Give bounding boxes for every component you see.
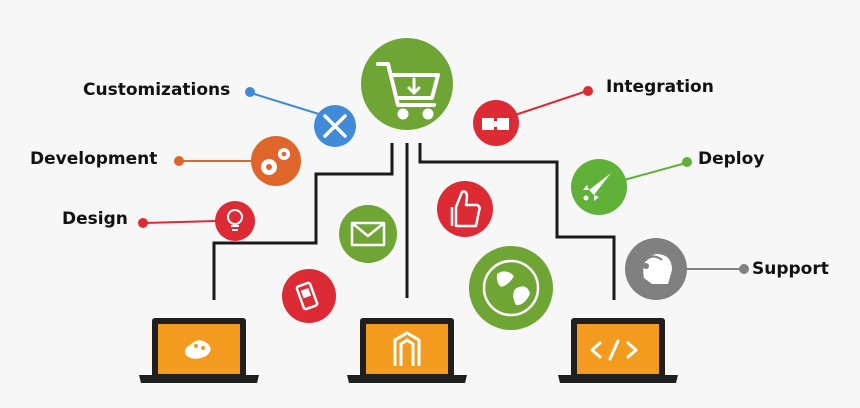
pointer-lines (143, 90, 743, 270)
connector-lines (212, 143, 616, 300)
code-icon (590, 339, 638, 361)
integration-label: Integration (606, 77, 714, 97)
globe-node (469, 246, 553, 330)
development-node (251, 136, 301, 186)
like-node (437, 181, 493, 237)
headset-icon (643, 254, 672, 284)
development-label: Development (30, 149, 158, 169)
gears-icon (261, 148, 290, 175)
pointer-dots (138, 86, 749, 274)
tools-icon (323, 114, 347, 138)
rocket-icon (583, 173, 611, 201)
customizations-label: Customizations (83, 80, 231, 100)
deploy-label: Deploy (698, 149, 765, 169)
design-label: Design (62, 209, 128, 229)
design-node (215, 201, 255, 241)
palette-icon (185, 340, 211, 359)
envelope-icon (350, 221, 386, 247)
laptop-magento (347, 318, 467, 383)
support-node (625, 238, 687, 300)
laptop-code (558, 318, 678, 383)
shopping-cart-icon (376, 62, 440, 120)
mobile-phone-icon (295, 281, 319, 311)
support-label: Support (752, 259, 829, 279)
thumbs-up-icon (450, 190, 481, 228)
mobile-node (282, 269, 336, 323)
laptop-design (139, 318, 259, 383)
email-node (339, 205, 397, 263)
puzzle-icon (482, 118, 509, 130)
cart-node (361, 38, 453, 130)
deploy-node (571, 159, 627, 215)
integration-node (473, 100, 519, 146)
lightbulb-icon (227, 209, 243, 231)
magento-icon (393, 331, 421, 366)
globe-icon (482, 259, 540, 317)
customizations-node (314, 105, 356, 147)
